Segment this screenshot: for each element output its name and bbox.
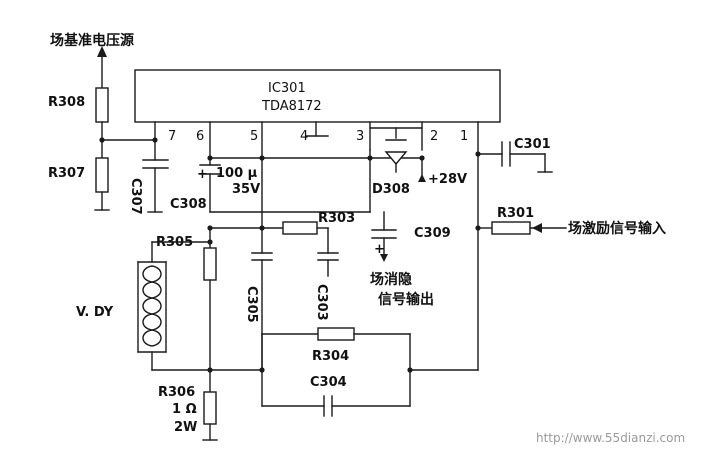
drive-input-label: 场激励信号输入 <box>568 220 666 237</box>
c303-label: C303 <box>314 284 329 321</box>
yoke-label: V. DY <box>76 305 114 320</box>
r301-resistor <box>491 221 531 235</box>
c309-plus: + <box>374 242 385 257</box>
blank-output-line1: 场消隐 <box>370 271 412 288</box>
r305-resistor <box>203 247 217 281</box>
c305-label: C305 <box>244 286 259 323</box>
r306-power: 2W <box>174 420 197 435</box>
r303-resistor <box>282 221 318 235</box>
watermark: http://www.55dianzi.com <box>536 431 685 445</box>
ic301-body <box>134 69 501 123</box>
yoke-coil-icon <box>142 265 153 347</box>
r304-label: R304 <box>312 349 349 364</box>
ref-voltage-label: 场基准电压源 <box>50 32 134 49</box>
blank-arrow-icon <box>380 254 388 262</box>
r304-resistor <box>317 327 355 341</box>
ic301-part: TDA8172 <box>261 99 322 114</box>
c309-label: C309 <box>414 226 451 241</box>
supply-label: +28V <box>428 172 467 187</box>
r306-value: 1 Ω <box>172 402 197 417</box>
blank-output-line2: 信号输出 <box>378 291 434 308</box>
ref-arrow-icon <box>97 46 107 57</box>
input-arrow-icon <box>532 223 542 233</box>
r303-label: R303 <box>318 211 355 226</box>
r306-resistor <box>203 391 217 425</box>
r307-label: R307 <box>48 166 85 181</box>
c308-plus: + <box>197 167 208 182</box>
pin-6-label: 6 <box>196 129 204 144</box>
pin-3-label: 3 <box>356 129 364 144</box>
r301-label: R301 <box>497 206 534 221</box>
c301-label: C301 <box>514 137 551 152</box>
r307-resistor <box>95 157 109 193</box>
pin-1-label: 1 <box>460 129 468 144</box>
ic301-ref: IC301 <box>268 81 306 96</box>
pin-4-label: 4 <box>300 129 308 144</box>
r308-resistor <box>95 87 109 123</box>
c304-label: C304 <box>310 375 347 390</box>
pin-2-label: 2 <box>430 129 438 144</box>
c308-value: 100 μ <box>216 166 258 181</box>
supply-arrow-icon <box>418 174 426 182</box>
r306-label: R306 <box>158 385 195 400</box>
ic-pin-leads <box>154 121 479 371</box>
pin-7-label: 7 <box>168 129 176 144</box>
r308-label: R308 <box>48 95 85 110</box>
c307-label: C307 <box>128 178 143 215</box>
d308-diode-icon <box>384 151 408 166</box>
c308-label: C308 <box>170 197 207 212</box>
c308-voltage: 35V <box>232 182 260 197</box>
pin-5-label: 5 <box>250 129 258 144</box>
d308-label: D308 <box>372 182 410 197</box>
